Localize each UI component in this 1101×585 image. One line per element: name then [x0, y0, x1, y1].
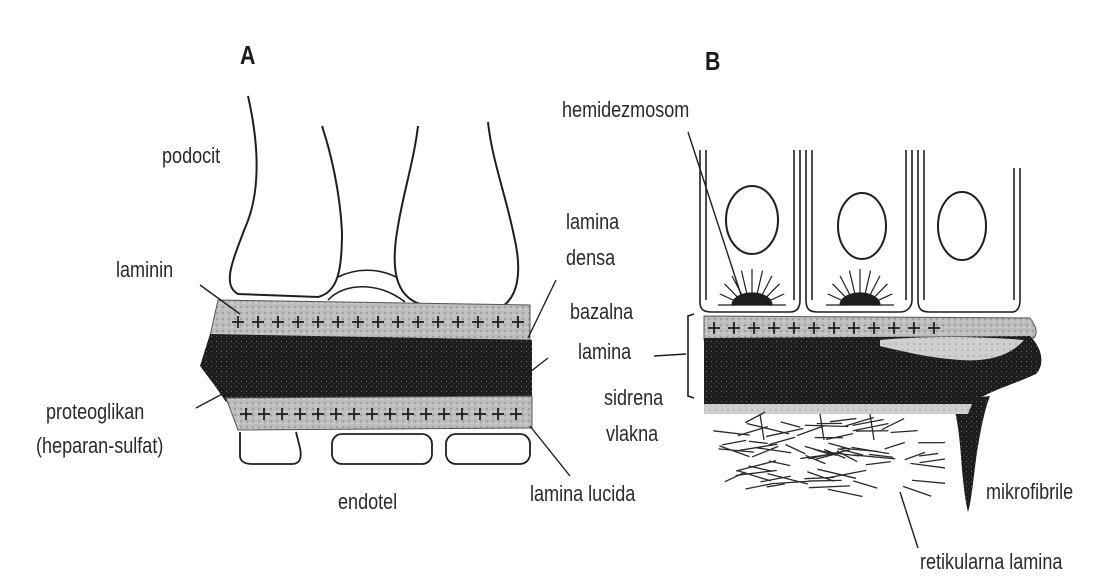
label-proteoglikan-line2: (heparan-sulfat) [36, 434, 163, 457]
lamina-lower-band-b [704, 404, 972, 414]
reticular-fiber [769, 461, 790, 466]
tonofilament [868, 276, 880, 299]
reticular-fiber [826, 434, 853, 440]
endothelial-cell-2 [332, 434, 432, 464]
reticular-fiber [920, 459, 945, 463]
leader-retikularna [900, 492, 918, 548]
endothelial-cell-1 [240, 432, 301, 464]
lamina-rara-interna [226, 396, 532, 430]
reticular-fiber [866, 462, 891, 465]
hemidesmosome-2 [826, 269, 894, 305]
reticular-fiber [910, 463, 945, 468]
nucleus-1 [726, 186, 778, 254]
leader-lamina-densa [528, 280, 556, 338]
label-mikrofibrile: mikrofibrile [986, 480, 1073, 503]
reticular-fiber [749, 441, 768, 443]
label-lamina-lucida: lamina lucida [530, 482, 635, 505]
reticular-fiber [885, 442, 905, 448]
leader-bazalna-lamina-b [654, 354, 686, 356]
reticular-fiber [891, 431, 918, 433]
podocyte-bulge [328, 287, 405, 302]
tonofilament [760, 276, 772, 299]
reticular-fiber [830, 419, 856, 422]
reticular-fiber [722, 440, 746, 444]
label-bazalna-line2: lamina [578, 340, 631, 363]
label-podocit: podocit [162, 144, 220, 167]
panel-a-letter: A [240, 42, 255, 69]
label-sidrena-line1: sidrena [604, 386, 663, 409]
reticular-fiber [769, 437, 795, 444]
label-hemidezmosom: hemidezmosom [562, 98, 689, 121]
reticular-fiber [805, 425, 848, 426]
nucleus-2 [838, 193, 886, 259]
reticular-fiber [912, 480, 945, 483]
label-sidrena-line2: vlakna [606, 422, 658, 445]
reticular-fiber [797, 425, 825, 435]
leader-proteoglikan [196, 392, 226, 408]
reticular-fiber [828, 489, 863, 496]
leader-hemidezmosom [688, 132, 742, 298]
endothelial-cell-3 [446, 434, 530, 464]
reticular-fiber [808, 480, 841, 481]
label-endotel: endotel [338, 490, 397, 513]
panel-b [654, 132, 1041, 548]
reticular-fiber [903, 486, 931, 496]
reticular-fiber [807, 472, 834, 481]
reticular-fiber [736, 461, 776, 471]
label-laminin: laminin [116, 258, 173, 281]
reticular-fiber [725, 472, 745, 481]
nucleus-3 [938, 192, 986, 260]
label-lamina-densa-line2: densa [566, 246, 615, 269]
reticular-fiber [852, 447, 890, 453]
reticular-fiber [826, 470, 866, 478]
panel-a [196, 96, 570, 476]
reticular-fiber [713, 431, 749, 435]
label-bazalna-line1: bazalna [570, 300, 633, 323]
reticular-fibers [713, 412, 945, 496]
slit-diaphragm [338, 270, 396, 277]
podocyte-cell-left [230, 96, 342, 297]
lamina-densa-a [200, 334, 532, 402]
label-lamina-densa-line1: lamina [566, 210, 619, 233]
reticular-fiber [781, 422, 801, 427]
leader-lamina-lucida [530, 426, 570, 476]
reticular-fiber [853, 481, 877, 488]
leader-bazalna-lamina-a [530, 358, 548, 372]
label-proteoglikan-line1: proteoglikan [46, 400, 144, 423]
label-retikularna-lamina: retikularna lamina [920, 550, 1062, 573]
hemidesmosome-1 [718, 269, 786, 305]
reticular-fiber [809, 486, 850, 488]
panel-b-letter: B [705, 48, 720, 75]
bazalna-lamina-bracket [688, 314, 694, 398]
tonofilament [840, 276, 852, 299]
podocyte-cell-right [395, 122, 519, 310]
